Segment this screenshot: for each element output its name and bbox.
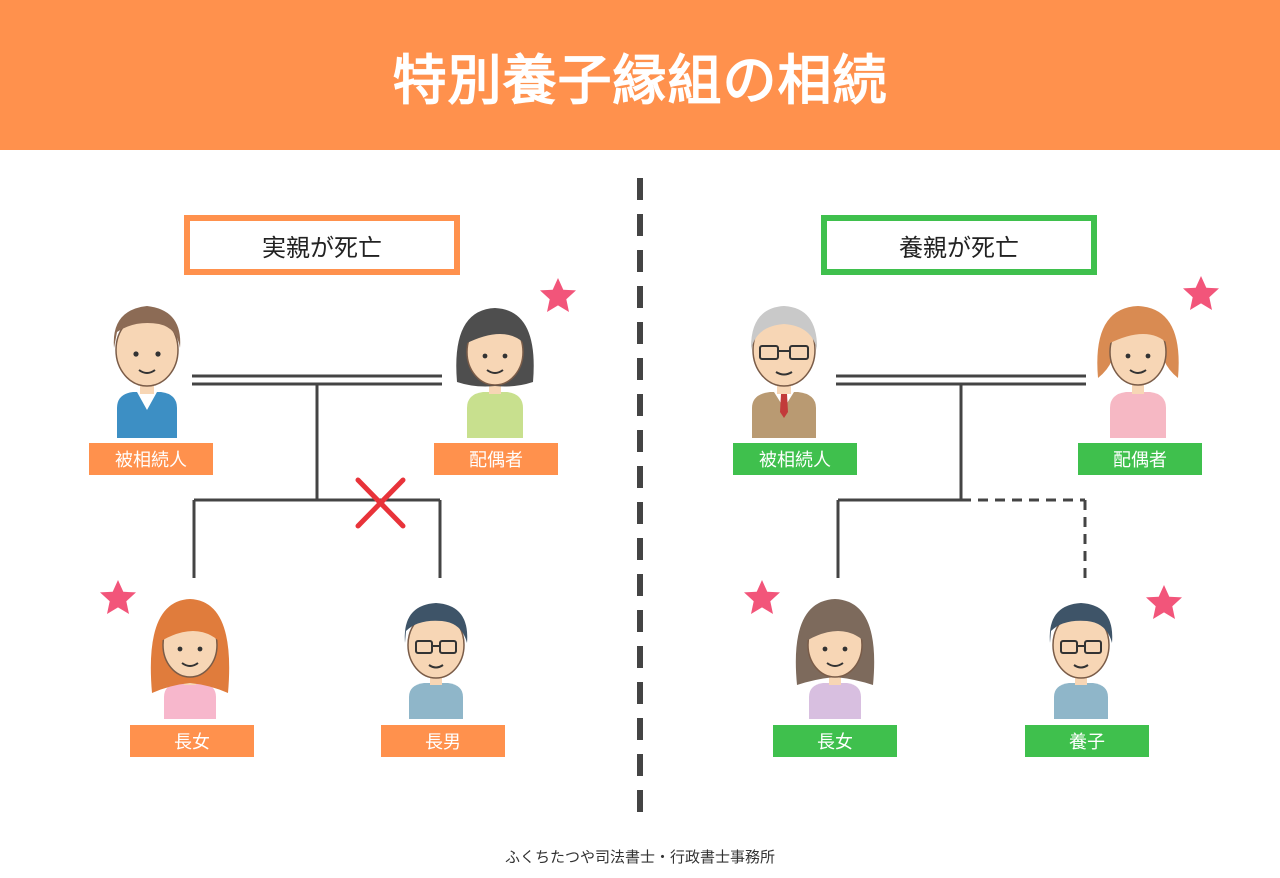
right-daughter-label: 長女 [773, 725, 897, 757]
right-panel-heading: 養親が死亡 [821, 215, 1097, 275]
left-son-label: 長男 [381, 725, 505, 757]
left-decedent-avatar [113, 306, 181, 438]
star-icon [1183, 276, 1219, 310]
star-icon [540, 278, 576, 312]
left-decedent-label: 被相続人 [89, 443, 213, 475]
left-daughter-label: 長女 [130, 725, 254, 757]
right-adopted-child-label: 養子 [1025, 725, 1149, 757]
right-panel-heading-text: 養親が死亡 [899, 233, 1019, 262]
star-icon [100, 580, 136, 614]
left-family-tree [192, 374, 442, 578]
right-adopted-child-avatar [1049, 603, 1113, 719]
left-daughter-avatar [150, 599, 230, 719]
star-icon [1146, 585, 1182, 619]
right-family-tree [836, 374, 1087, 578]
left-panel-heading-text: 実親が死亡 [262, 233, 382, 262]
right-decedent-avatar [750, 306, 818, 438]
left-spouse-avatar [456, 308, 534, 438]
header-banner: 特別養子縁組の相続 [0, 0, 1280, 150]
right-decedent-label: 被相続人 [733, 443, 857, 475]
left-spouse-label: 配偶者 [434, 443, 558, 475]
right-daughter-avatar [795, 599, 875, 719]
right-spouse-label: 配偶者 [1078, 443, 1202, 475]
page-title: 特別養子縁組の相続 [392, 48, 888, 112]
footer-credit: ふくちたつや司法書士・行政書士事務所 [504, 848, 775, 866]
left-panel-heading: 実親が死亡 [184, 215, 460, 275]
star-icon [744, 580, 780, 614]
right-spouse-avatar [1097, 306, 1179, 438]
left-son-avatar [404, 603, 468, 719]
cross-icon [355, 477, 406, 529]
